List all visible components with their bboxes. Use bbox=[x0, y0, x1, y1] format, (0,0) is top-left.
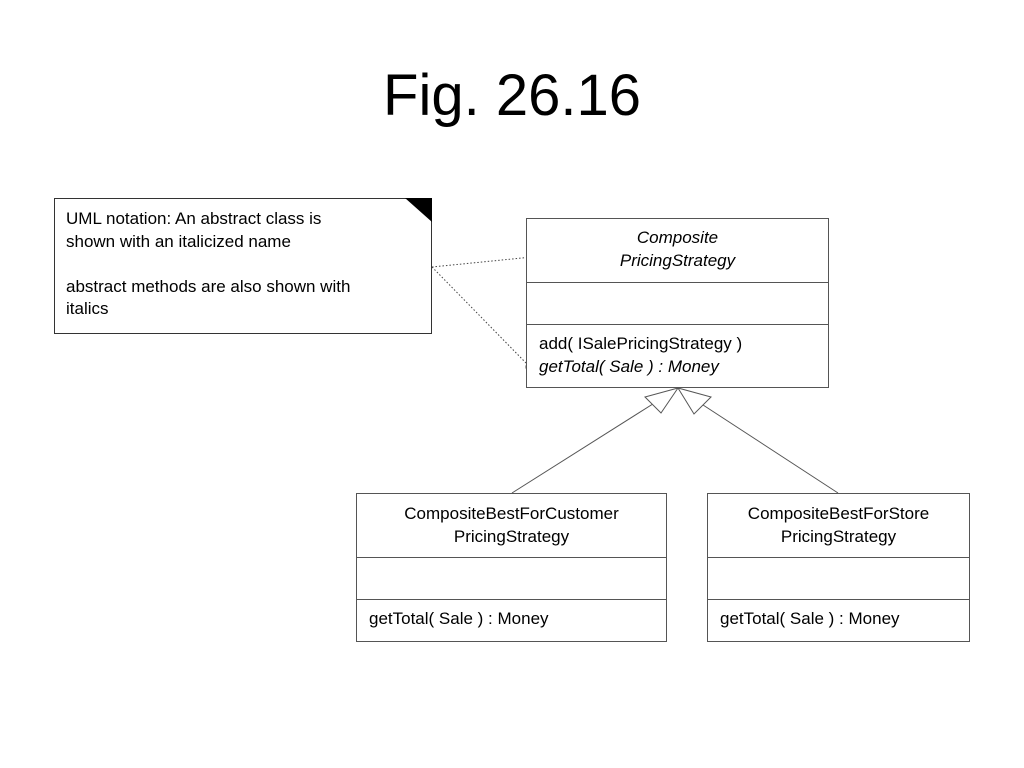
class-name-compartment: Composite PricingStrategy bbox=[527, 219, 828, 283]
class-composite-best-for-store: CompositeBestForStore PricingStrategy ge… bbox=[707, 493, 970, 642]
class-name-line: CompositeBestForCustomer bbox=[404, 504, 619, 523]
operation: getTotal( Sale ) : Money bbox=[369, 609, 549, 628]
note-line: italics bbox=[66, 299, 109, 318]
inheritance-arrowhead-right bbox=[676, 387, 712, 415]
generalization-line-store bbox=[699, 402, 839, 494]
class-name-line: PricingStrategy bbox=[453, 526, 570, 546]
class-name-line: Composite bbox=[636, 228, 719, 247]
note-line: shown with an italicized name bbox=[66, 231, 291, 251]
class-name-line: PricingStrategy bbox=[619, 250, 736, 270]
operations-compartment: getTotal( Sale ) : Money bbox=[708, 600, 969, 631]
operation: getTotal( Sale ) : Money bbox=[720, 609, 900, 628]
class-composite-pricing-strategy: Composite PricingStrategy add( ISalePric… bbox=[526, 218, 829, 388]
class-name-compartment: CompositeBestForCustomer PricingStrategy bbox=[357, 494, 666, 558]
note-line: abstract methods are also shown with bbox=[66, 276, 351, 296]
operations-compartment: add( ISalePricingStrategy ) getTotal( Sa… bbox=[527, 325, 828, 378]
figure-title: Fig. 26.16 bbox=[383, 63, 641, 128]
note-anchor-line-class-name bbox=[431, 254, 553, 268]
attributes-compartment bbox=[527, 283, 828, 325]
generalization-line-customer bbox=[511, 401, 657, 494]
note-anchor-line-abstract-method bbox=[431, 266, 527, 364]
uml-note: UML notation: An abstract class is shown… bbox=[54, 198, 432, 334]
abstract-operation: getTotal( Sale ) : Money bbox=[539, 356, 719, 376]
attributes-compartment bbox=[708, 558, 969, 600]
class-name-compartment: CompositeBestForStore PricingStrategy bbox=[708, 494, 969, 558]
attributes-compartment bbox=[357, 558, 666, 600]
class-composite-best-for-customer: CompositeBestForCustomer PricingStrategy… bbox=[356, 493, 667, 642]
note-folded-corner-icon bbox=[405, 198, 432, 222]
class-name-line: PricingStrategy bbox=[780, 526, 897, 546]
note-line: UML notation: An abstract class is bbox=[66, 209, 322, 228]
inheritance-arrowhead-left bbox=[644, 387, 680, 414]
operations-compartment: getTotal( Sale ) : Money bbox=[357, 600, 666, 631]
class-name-line: CompositeBestForStore bbox=[747, 504, 930, 523]
operation: add( ISalePricingStrategy ) bbox=[539, 334, 743, 353]
